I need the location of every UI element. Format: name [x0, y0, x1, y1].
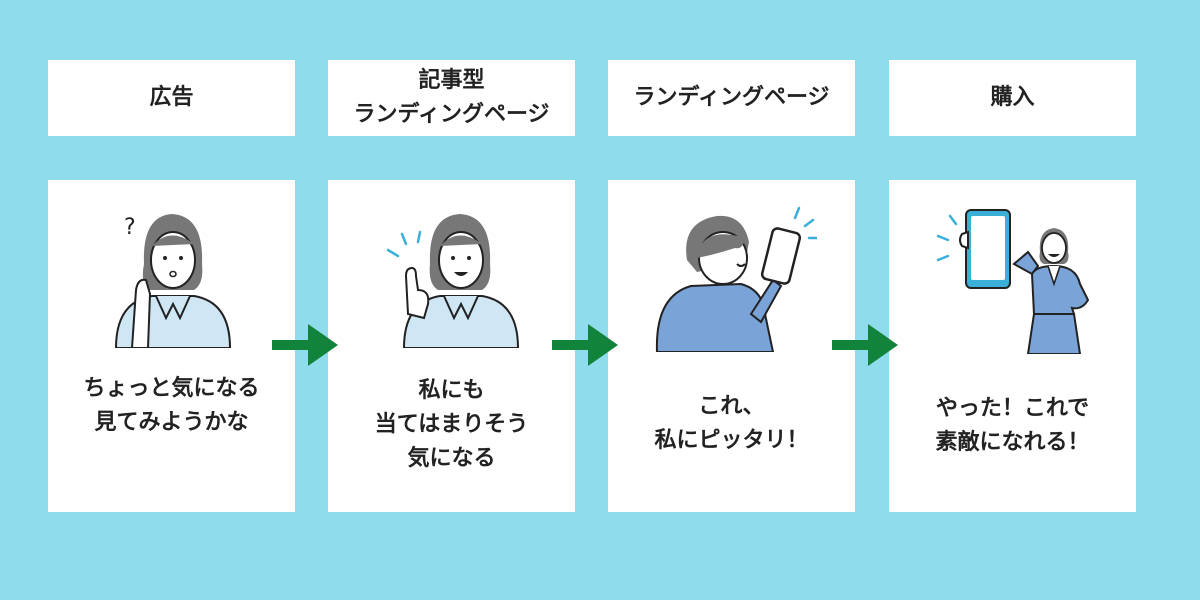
step-2-caption-line-1: 私にも [418, 378, 485, 403]
step-4-title-line-1: 購入 [990, 85, 1035, 110]
step-3-title: ランディングページ [608, 60, 855, 136]
pointing-woman-icon [386, 214, 519, 348]
step-2-caption-line-2: 当てはまりそう [374, 412, 529, 437]
step-1-title: 広告 [48, 60, 295, 136]
arrow-right-icon [832, 324, 898, 366]
step-2-title-line-1: 記事型 [418, 68, 485, 93]
step-1-caption-line-1: ちょっと気になる [83, 376, 260, 401]
step-1-caption: ちょっと気になる 見てみようかな [48, 372, 295, 440]
step-4-caption: やった！これで 素敵になれる！ [889, 392, 1136, 460]
step-2-title: 記事型 ランディングページ [328, 60, 575, 136]
arrow-right-icon [552, 324, 618, 366]
step-2-caption-line-3: 気になる [407, 446, 496, 471]
thinking-woman-icon: ? [114, 214, 231, 348]
step-4-card: やった！これで 素敵になれる！ [889, 180, 1136, 512]
happy-woman-phone-icon [936, 209, 1089, 354]
step-3-card: これ、 私にピッタリ！ [608, 180, 855, 512]
step-3-caption-line-1: これ、 [698, 394, 765, 419]
arrow-right-icon [272, 324, 338, 366]
svg-text:?: ? [124, 215, 136, 240]
step-1-title-line-1: 広告 [149, 85, 194, 110]
step-3-title-line-1: ランディングページ [633, 85, 830, 110]
step-2-caption: 私にも 当てはまりそう 気になる [328, 374, 575, 476]
step-4-caption-line-1: やった！これで [935, 396, 1090, 421]
step-2-card: 私にも 当てはまりそう 気になる [328, 180, 575, 512]
step-2-title-line-2: ランディングページ [353, 102, 550, 127]
step-1-caption-line-2: 見てみようかな [94, 410, 249, 435]
step-3-caption: これ、 私にピッタリ！ [608, 390, 855, 458]
step-4-caption-line-2: 素敵になれる！ [935, 430, 1090, 455]
step-3-caption-line-2: 私にピッタリ！ [654, 428, 809, 453]
man-with-phone-icon [655, 206, 817, 352]
step-4-title: 購入 [889, 60, 1136, 136]
step-1-card: ? ちょっと気になる 見てみようかな [48, 180, 295, 512]
